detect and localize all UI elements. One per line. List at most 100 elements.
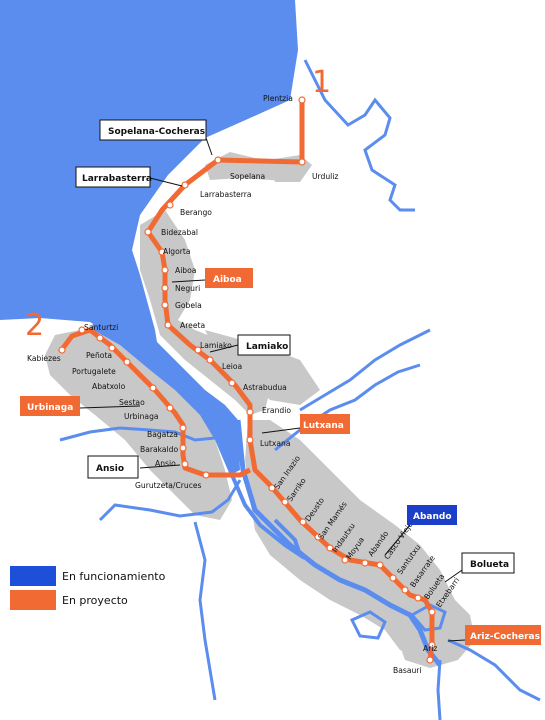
label-sopelana: Sopelana [230,172,265,181]
station-dot-bagatza[interactable] [179,424,187,432]
label-urduliz: Urduliz [312,172,338,181]
label-basauri: Basauri [393,666,422,675]
svg-text:Bolueta: Bolueta [470,560,509,570]
station-dot-san-mames[interactable] [314,533,322,541]
station-dot-portugalete[interactable] [108,344,116,352]
label-penota: Peñota [86,351,112,360]
svg-text:Urbinaga: Urbinaga [27,403,73,413]
callout-lutxana[interactable]: Lutxana [300,414,350,434]
label-santurtzi: Santurtzi [84,323,118,332]
line1-stations [144,96,436,664]
station-dot-moyua[interactable] [341,556,349,564]
station-dot-bidezabal[interactable] [144,228,152,236]
callout-larrabasterra[interactable]: Larrabasterra [75,166,152,188]
station-dot-urbinaga[interactable] [166,404,174,412]
station-dot-astrabudua[interactable] [228,379,236,387]
label-bagatza: Bagatza [147,430,178,439]
station-dot-bolueta[interactable] [414,594,422,602]
label-leioa: Leioa [222,362,242,371]
station-dot-aiboa[interactable] [161,266,169,274]
line2-stations [58,326,210,479]
river-nerbioi-branch [230,474,304,560]
urban-area-leioa [205,330,320,405]
label-urbinaga: Urbinaga [124,412,159,421]
line-number-2: 2 [25,308,44,343]
station-dot-leioa[interactable] [206,356,214,364]
station-dot-sestao[interactable] [149,384,157,392]
station-dot-etxebarri[interactable] [428,608,436,616]
callout-abando[interactable]: Abando [407,505,457,525]
station-dot-plentzia[interactable] [298,96,306,104]
label-gobela: Gobela [175,301,202,310]
label-neguri: Neguri [175,284,200,293]
river-kadagua [98,479,242,522]
station-dot-ariz[interactable] [428,641,436,649]
river-east [447,638,541,702]
river-kadagua-west [59,426,216,442]
label-sestao: Sestao [119,398,145,407]
station-dot-kabiezes[interactable] [58,346,66,354]
station-dot-lutxana[interactable] [246,436,254,444]
station-dot-berango[interactable] [166,201,174,209]
callout-ariz-cocheras[interactable]: Ariz-Cocheras [465,625,541,645]
callout-aiboa[interactable]: Aiboa [205,268,253,288]
svg-text:Ariz-Cocheras: Ariz-Cocheras [470,632,540,642]
station-dot-lamiako[interactable] [194,346,202,354]
station-dot-larrabasterra[interactable] [181,181,189,189]
svg-text:Aiboa: Aiboa [213,275,242,285]
station-dot-ansio[interactable] [181,460,189,468]
label-portugalete: Portugalete [72,367,116,376]
station-dot-basauri[interactable] [426,656,434,664]
station-dot-barakaldo[interactable] [179,444,187,452]
label-erandio: Erandio [262,406,291,415]
station-dot-santurtzi[interactable] [78,326,86,334]
station-dot-indautxu[interactable] [326,544,334,552]
callout-bolueta[interactable]: Bolueta [461,552,515,574]
station-dot-urduliz[interactable] [298,158,306,166]
river-asua [299,328,431,412]
label-lamiako: Lamiako [200,341,232,350]
station-dot-erandio[interactable] [246,408,254,416]
river-galindo [193,521,217,701]
station-dot-abando[interactable] [361,559,369,567]
line2-track [58,327,252,478]
station-dot-basarrate[interactable] [401,586,409,594]
svg-text:Ansio: Ansio [96,464,124,474]
station-dot-penota[interactable] [96,334,104,342]
station-dot-sarriko[interactable] [281,498,289,506]
urban-area-bilbao [245,420,470,660]
label-astrabudua: Astrabudua [243,383,287,392]
svg-text:Lutxana: Lutxana [303,421,344,431]
callout-urbinaga[interactable]: Urbinaga [20,396,80,416]
river-ibaizabal [436,659,442,720]
svg-text:Abando: Abando [413,512,452,522]
legend-label-in-service: En funcionamiento [62,570,166,583]
svg-text:Sopelana-Cocheras: Sopelana-Cocheras [108,127,205,137]
label-larrabasterra: Larrabasterra [200,190,252,199]
callout-lamiako[interactable]: Lamiako [237,334,291,356]
station-dot-deusto[interactable] [299,518,307,526]
line-number-1: 1 [312,65,331,100]
station-dot-gurutzeta[interactable] [202,471,210,479]
legend-swatch-in-project [10,590,56,610]
label-ariz: Ariz [423,644,437,653]
callout-sopelana-cocheras[interactable]: Sopelana-Cocheras [99,119,207,141]
station-dot-casco-viejo[interactable] [376,561,384,569]
svg-text:Larrabasterra: Larrabasterra [82,174,152,184]
urban-area-margin-left [45,328,232,520]
station-dot-algorta[interactable] [158,248,166,256]
label-ansio: Ansio [155,459,176,468]
station-dot-santutxu[interactable] [389,574,397,582]
station-dot-abatxolo[interactable] [123,358,131,366]
station-dot-neguri[interactable] [161,284,169,292]
legend-label-in-project: En proyecto [62,594,128,607]
label-plentzia: Plentzia [263,94,293,103]
station-dot-san-inazio[interactable] [268,484,276,492]
label-barakaldo: Barakaldo [140,445,178,454]
station-dot-gobela[interactable] [161,301,169,309]
callout-ansio[interactable]: Ansio [87,455,139,479]
station-dot-areeta[interactable] [164,321,172,329]
label-abatxolo: Abatxolo [92,382,126,391]
station-dot-sopelana[interactable] [214,156,222,164]
label-berango: Berango [180,208,212,217]
